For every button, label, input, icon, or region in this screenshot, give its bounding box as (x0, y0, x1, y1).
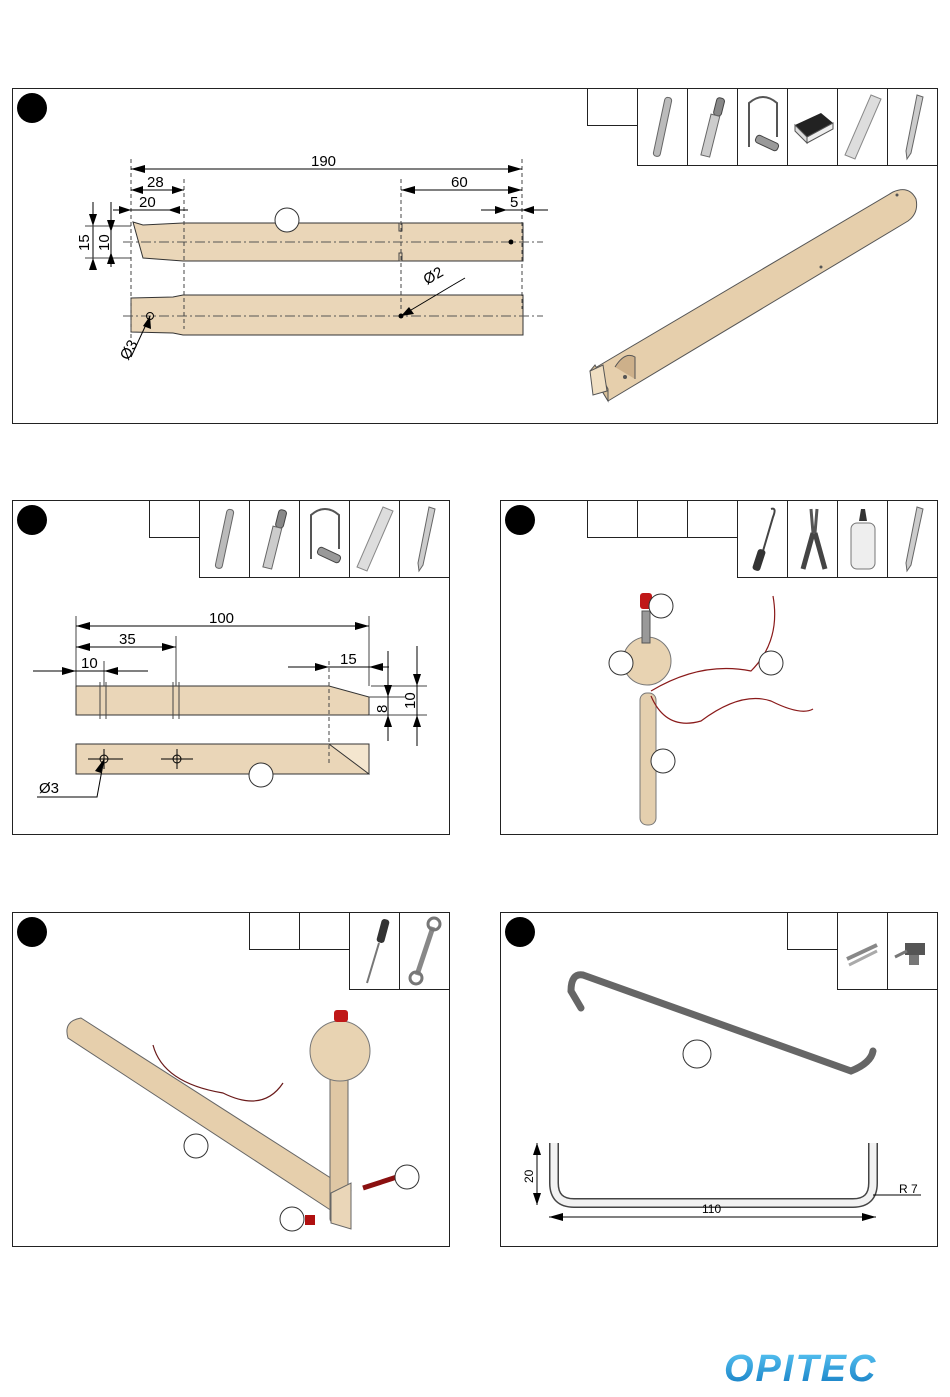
final-assembly-drawing (13, 913, 451, 1248)
dim-dia2: Ø2 (421, 264, 447, 289)
assembly-wiring-drawing (501, 501, 939, 836)
step-panel-2: 100 35 10 15 8 10 Ø3 (12, 500, 450, 835)
dim-b: 10 (81, 655, 98, 672)
dim-h1: 8 (374, 705, 391, 713)
dim-width: 110 (702, 1202, 721, 1216)
dim-h1: 15 (76, 234, 93, 251)
step-panel-1: 190 28 20 60 5 15 10 Ø2 Ø3 (12, 88, 938, 424)
dowel-3d-render (590, 190, 917, 401)
dim-c: 60 (451, 174, 468, 191)
wire-bracket-drawing: 110 20 R 7 (501, 913, 939, 1248)
dim-h2: 10 (96, 234, 113, 251)
step-panel-5: 110 20 R 7 (500, 912, 938, 1247)
dim-height: 20 (522, 1169, 536, 1183)
step-panel-4 (12, 912, 450, 1247)
dim-b: 20 (139, 194, 156, 211)
dim-dia3: Ø3 (117, 337, 142, 363)
dim-c: 15 (340, 651, 357, 668)
part-marker-circle (275, 208, 299, 232)
step-panel-3 (500, 500, 938, 835)
dim-a: 35 (119, 631, 136, 648)
dim-total-length: 190 (311, 153, 336, 170)
dim-d: 5 (510, 194, 518, 211)
dim-h2: 10 (402, 692, 419, 709)
opitec-logo: OPITEC (720, 1345, 930, 1387)
short-dowel-dimension-drawing: 100 35 10 15 8 10 Ø3 (13, 501, 451, 836)
dowel-dimension-drawing: 190 28 20 60 5 15 10 Ø2 Ø3 (13, 89, 939, 425)
dim-dia: Ø3 (39, 780, 59, 797)
svg-text:OPITEC: OPITEC (724, 1348, 877, 1387)
dim-a: 28 (147, 174, 164, 191)
dim-radius: R 7 (899, 1182, 918, 1196)
dim-total: 100 (209, 610, 234, 627)
